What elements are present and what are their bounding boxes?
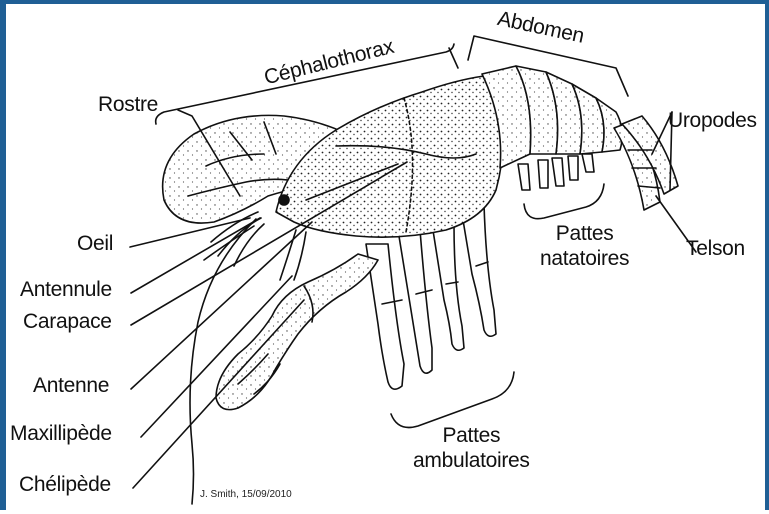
leader-antennule — [131, 218, 260, 293]
label-maxillipede: Maxillipède — [10, 423, 112, 444]
label-uropodes: Uropodes — [668, 110, 757, 131]
label-pattes-natatoires-line1: Pattes — [540, 221, 629, 246]
label-pattes-ambulatoires-line2: ambulatoires — [413, 448, 530, 473]
leader-chelipede — [133, 300, 304, 488]
label-chelipede: Chélipède — [19, 474, 111, 495]
label-carapace: Carapace — [23, 311, 112, 332]
ambulatoires-bracket — [391, 372, 514, 428]
swimmeret — [538, 160, 548, 188]
label-antenne: Antenne — [33, 375, 109, 396]
label-pattes-ambulatoires: Pattes ambulatoires — [413, 423, 530, 473]
walking-leg-3 — [432, 224, 464, 350]
label-pattes-natatoires: Pattes natatoires — [540, 221, 629, 271]
label-antennule: Antennule — [20, 279, 112, 300]
label-pattes-natatoires-line2: natatoires — [540, 246, 629, 271]
swimmeret — [568, 156, 578, 180]
swimmeret — [582, 154, 594, 172]
label-oeil: Oeil — [77, 233, 113, 254]
walking-leg-2 — [398, 230, 432, 373]
label-pattes-ambulatoires-line1: Pattes — [413, 423, 530, 448]
natatoires-bracket — [524, 184, 604, 219]
crayfish-drawing — [6, 4, 769, 514]
swimmeret — [518, 164, 530, 190]
label-rostre: Rostre — [98, 94, 158, 115]
illustration-credit: J. Smith, 15/09/2010 — [200, 489, 292, 500]
swimmeret — [552, 158, 564, 186]
label-telson: Telson — [686, 238, 745, 259]
